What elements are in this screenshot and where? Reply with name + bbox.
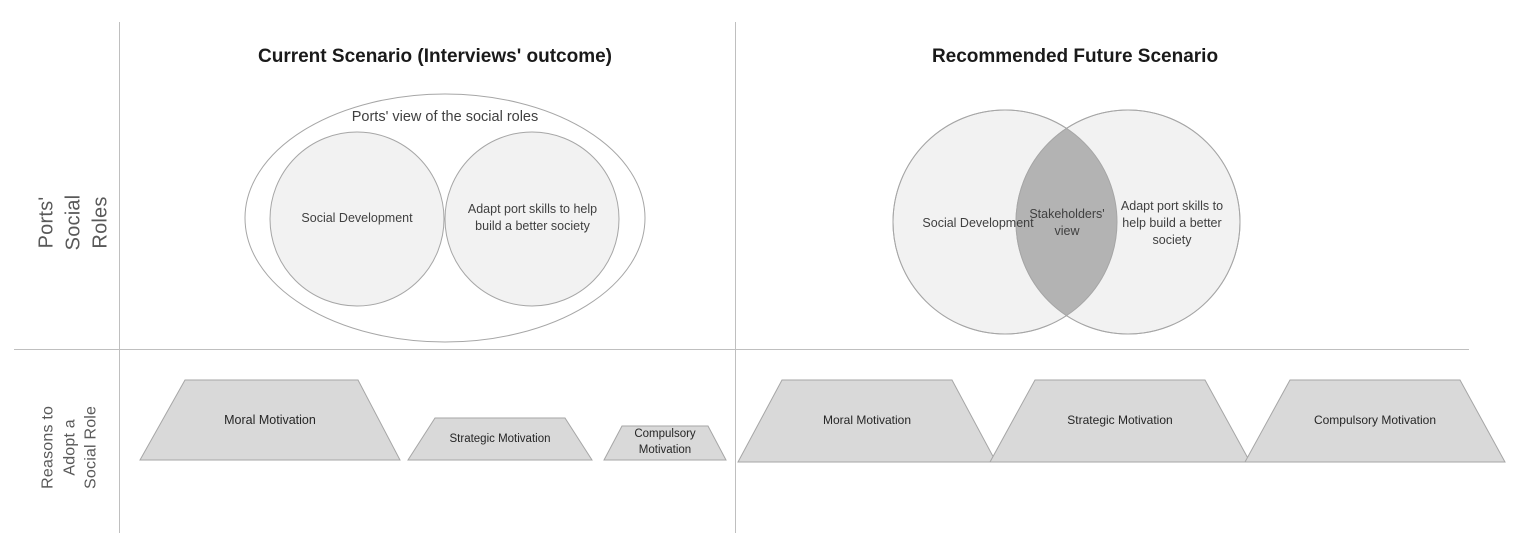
future-venn-svg (892, 109, 1241, 335)
circle-social-development (269, 131, 445, 307)
trapezoid-moral-motivation (139, 379, 401, 461)
row-divider (14, 349, 1469, 350)
row-label-reasons-to-adopt: Reasons to Adopt a Social Role (22, 352, 118, 542)
trapezoid-compulsory-motivation (1244, 379, 1506, 463)
current-scenario-roles-venn: Ports' view of the social roles Social D… (240, 92, 650, 344)
circle-social-development-outline (892, 109, 1118, 335)
future-reasons-svg (737, 379, 1506, 463)
current-scenario-reasons: Moral Motivation Strategic Motivation Co… (130, 374, 730, 469)
column-title-current-scenario: Current Scenario (Interviews' outcome) (258, 46, 612, 67)
trapezoid-compulsory-motivation (603, 425, 727, 461)
future-scenario-reasons: Moral Motivation Strategic Motivation Co… (730, 374, 1515, 469)
column-divider-middle (735, 22, 736, 533)
circle-adapt-port-skills-outline (1015, 109, 1241, 335)
column-title-future-scenario: Recommended Future Scenario (931, 46, 1219, 67)
future-scenario-roles-venn: Social Development Stakeholders' view Ad… (890, 105, 1246, 340)
trapezoid-strategic-motivation (989, 379, 1251, 463)
trapezoid-moral-motivation (737, 379, 997, 463)
circle-adapt-port-skills (444, 131, 620, 307)
overlap-lens-stakeholders-view (1016, 110, 1117, 334)
row-label-ports-social-roles-text: Ports' Social Roles (35, 194, 112, 251)
current-venn-svg (244, 93, 646, 343)
column-divider-left (119, 22, 120, 533)
current-reasons-svg (139, 379, 727, 461)
row-label-ports-social-roles: Ports' Social Roles (30, 95, 118, 350)
row-label-reasons-to-adopt-text: Reasons to Adopt a Social Role (39, 405, 100, 489)
trapezoid-strategic-motivation (407, 417, 593, 461)
